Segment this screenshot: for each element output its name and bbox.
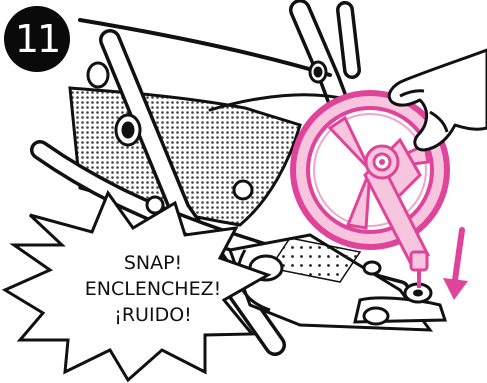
step-number-badge: 11 [4, 6, 70, 72]
callout-line-1: SNAP! [58, 250, 248, 276]
snap-callout-text: SNAP! ENCLENCHEZ! ¡RUIDO! [58, 250, 248, 328]
callout-line-2: ENCLENCHEZ! [58, 276, 248, 302]
arrow-down-icon [443, 230, 468, 300]
callout-line-3: ¡RUIDO! [58, 302, 248, 328]
